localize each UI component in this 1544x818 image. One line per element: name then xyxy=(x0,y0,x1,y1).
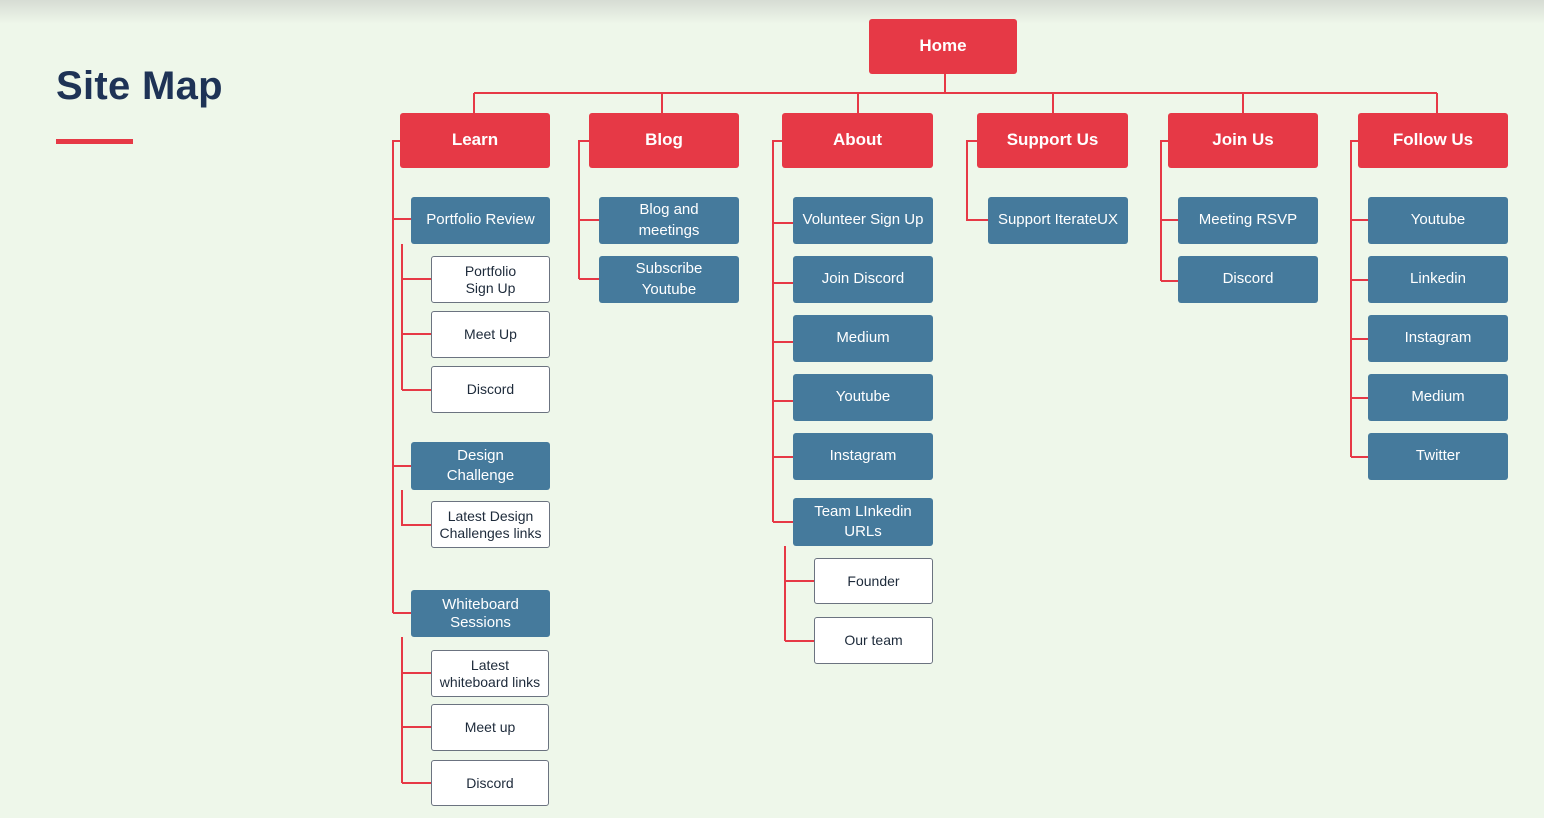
node-meeting-rsvp: Meeting RSVP xyxy=(1178,197,1318,244)
node-volunteer-sign-up: Volunteer Sign Up xyxy=(793,197,933,244)
connector xyxy=(392,140,411,614)
node-join-us: Join Us xyxy=(1168,113,1318,168)
node-follow-linkedin: Linkedin xyxy=(1368,256,1508,303)
node-latest-whiteboard-links: Latest whiteboard links xyxy=(431,650,549,697)
node-about-instagram: Instagram xyxy=(793,433,933,480)
node-follow-us: Follow Us xyxy=(1358,113,1508,168)
node-support-us: Support Us xyxy=(977,113,1128,168)
page-title: Site Map xyxy=(56,64,223,108)
node-our-team: Our team xyxy=(814,617,933,664)
connector xyxy=(966,140,988,221)
node-whiteboard-discord: Discord xyxy=(431,760,549,806)
node-about-youtube: Youtube xyxy=(793,374,933,421)
top-shadow xyxy=(0,0,1544,24)
connector xyxy=(784,546,814,642)
node-follow-twitter: Twitter xyxy=(1368,433,1508,480)
node-support-iterateux: Support IterateUX xyxy=(988,197,1128,244)
connector xyxy=(578,140,599,280)
node-follow-medium: Medium xyxy=(1368,374,1508,421)
node-whiteboard-sessions: Whiteboard Sessions xyxy=(411,590,550,637)
node-whiteboard-meet-up: Meet up xyxy=(431,704,549,751)
node-learn-discord: Discord xyxy=(431,366,550,413)
node-blog: Blog xyxy=(589,113,739,168)
node-blog-and-meetings: Blog and meetings xyxy=(599,197,739,244)
node-about-medium: Medium xyxy=(793,315,933,362)
node-team-linkedin-urls: Team LInkedin URLs xyxy=(793,498,933,546)
title-underline xyxy=(56,139,133,144)
connector xyxy=(473,74,1438,113)
node-join-discord-link: Discord xyxy=(1178,256,1318,303)
connector xyxy=(401,244,431,391)
node-latest-design-challenges-links: Latest Design Challenges links xyxy=(431,501,550,548)
node-follow-instagram: Instagram xyxy=(1368,315,1508,362)
connector xyxy=(772,140,793,523)
node-about: About xyxy=(782,113,933,168)
node-subscribe-youtube: Subscribe Youtube xyxy=(599,256,739,303)
connector xyxy=(1350,140,1368,458)
connector xyxy=(1160,140,1178,282)
node-design-challenge: Design Challenge xyxy=(411,442,550,490)
node-home: Home xyxy=(869,19,1017,74)
node-portfolio-sign-up: Portfolio Sign Up xyxy=(431,256,550,303)
node-follow-youtube: Youtube xyxy=(1368,197,1508,244)
node-learn: Learn xyxy=(400,113,550,168)
node-learn-meet-up: Meet Up xyxy=(431,311,550,358)
node-portfolio-review: Portfolio Review xyxy=(411,197,550,244)
connector xyxy=(401,637,431,784)
connector xyxy=(401,490,431,526)
node-founder: Founder xyxy=(814,558,933,604)
node-join-discord: Join Discord xyxy=(793,256,933,303)
